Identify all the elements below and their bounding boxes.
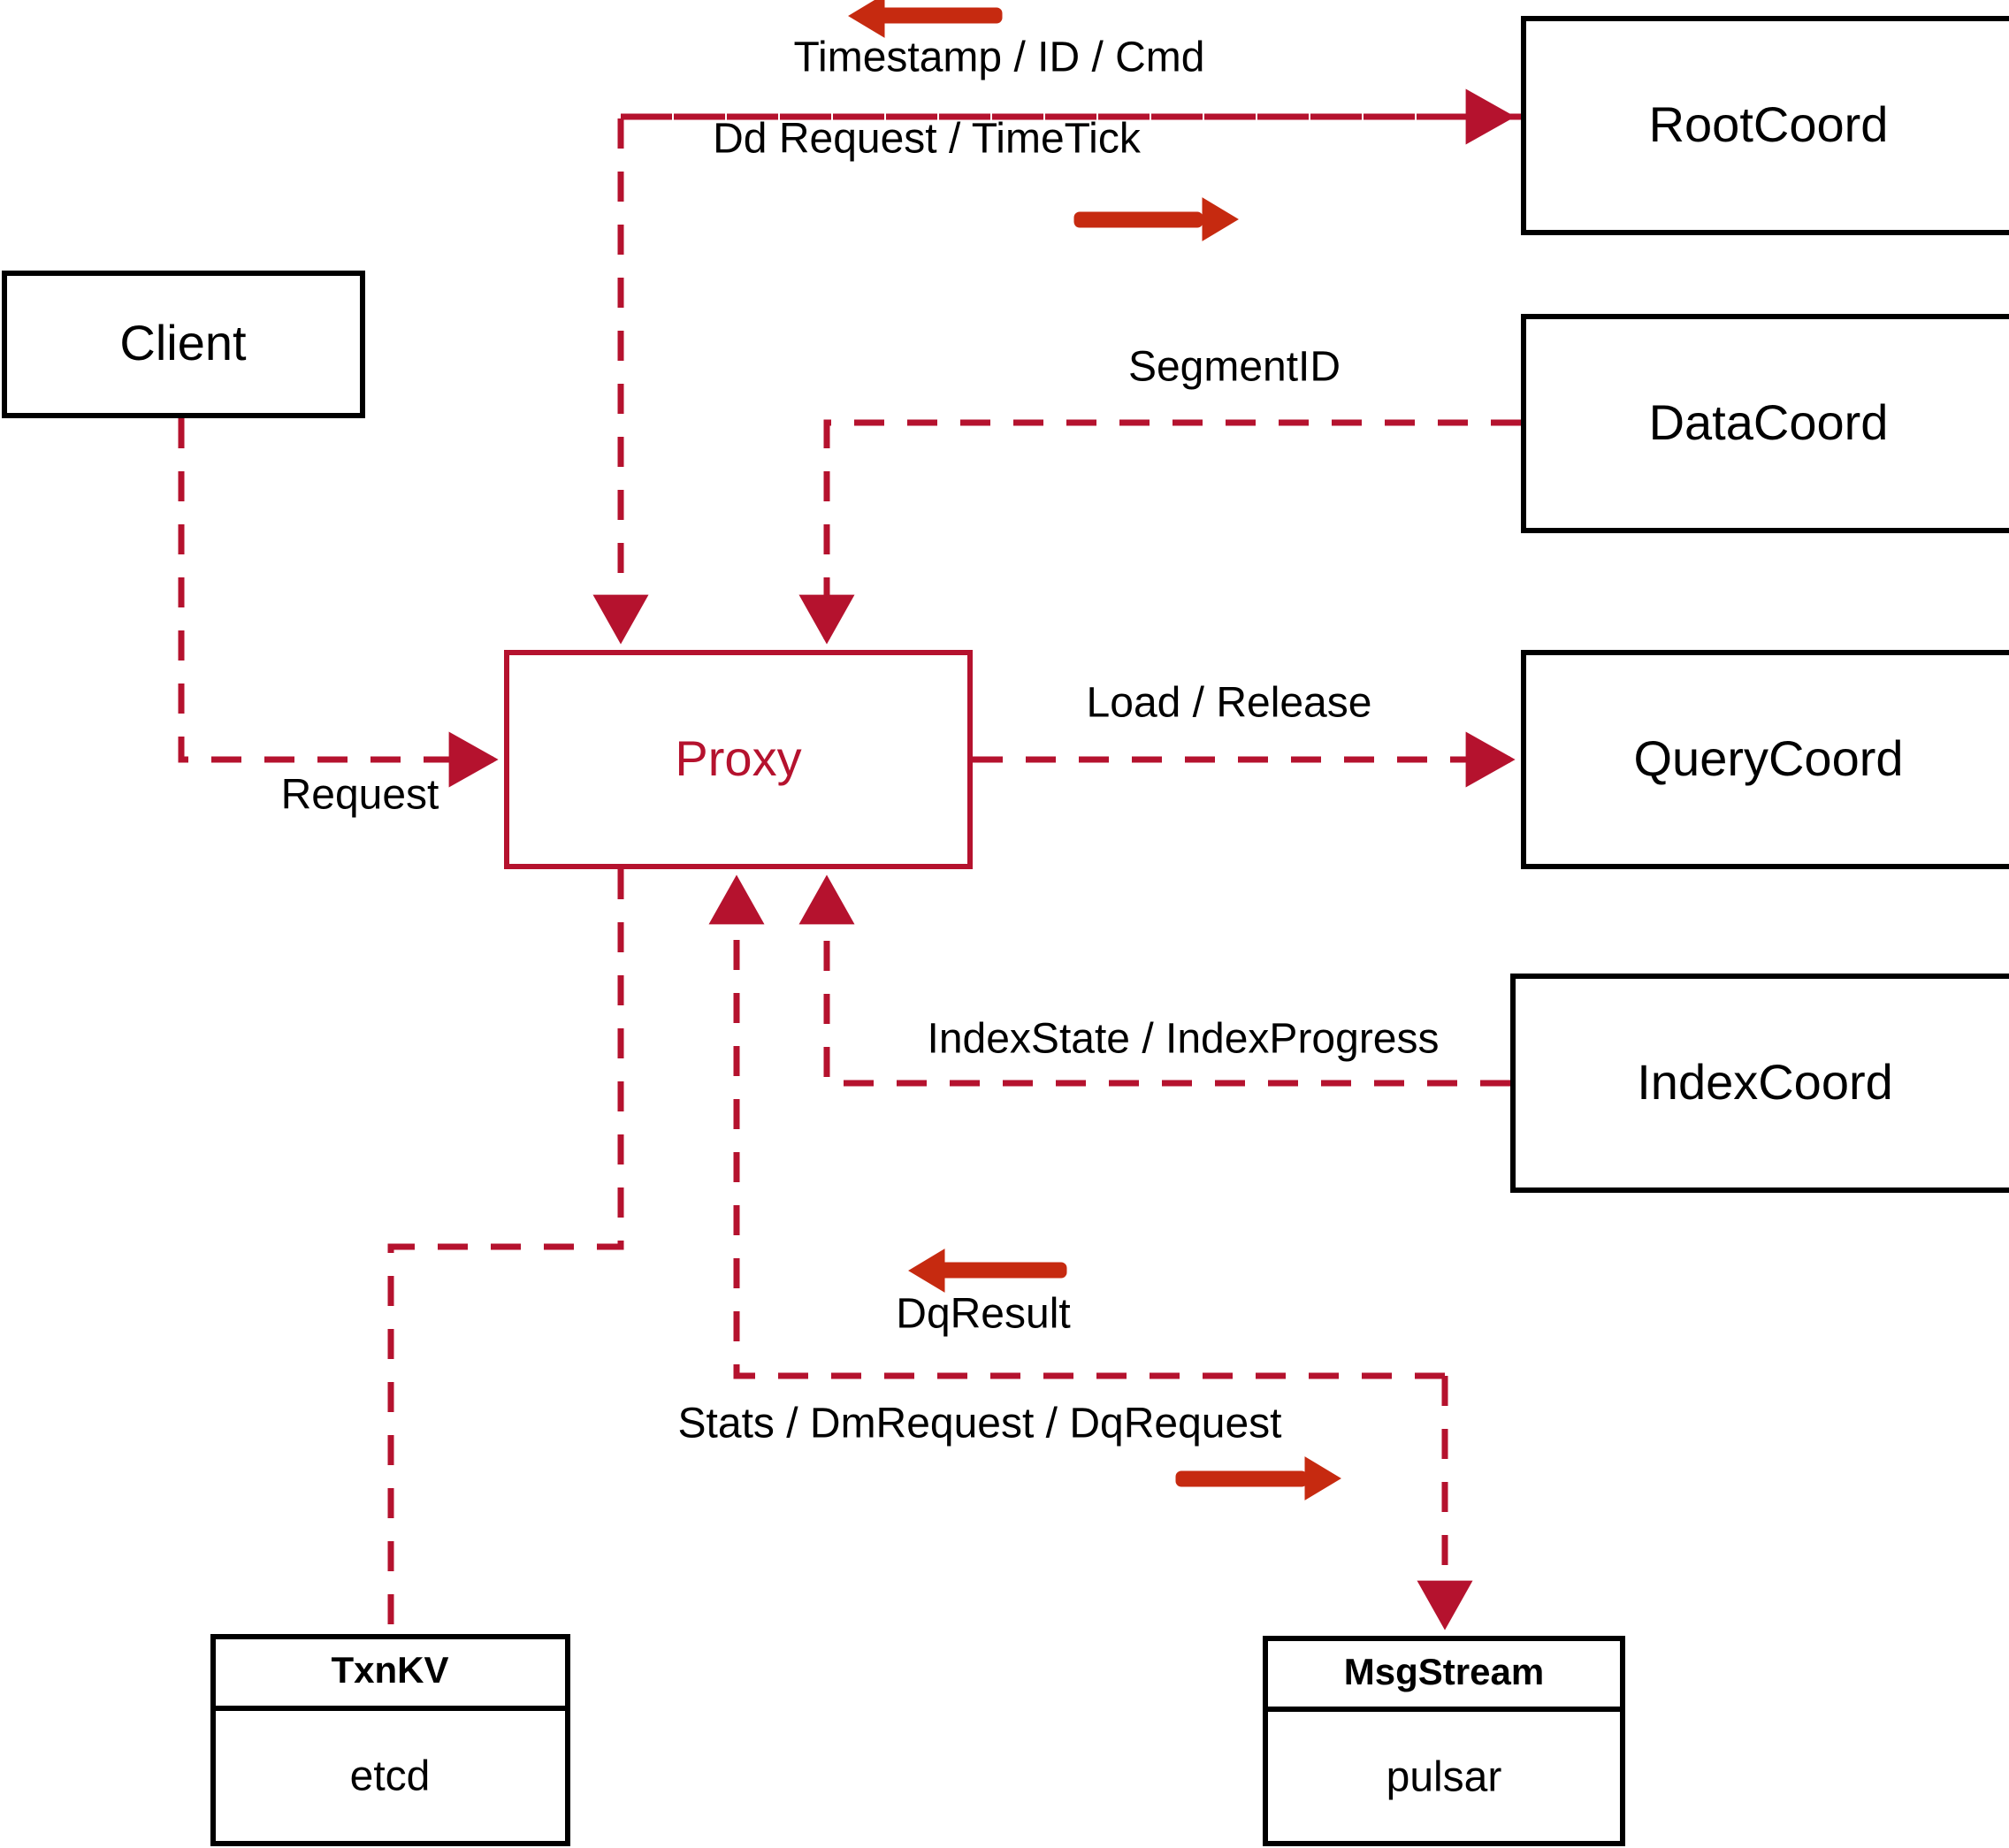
proxy-box [504, 650, 973, 869]
client-label: Client [119, 315, 247, 370]
node-querycoord[interactable]: QueryCoord [1521, 650, 2009, 869]
edge-label-timestamp-id-cmd: Timestamp / ID / Cmd [794, 34, 1205, 81]
txnkv-box [210, 1634, 570, 1846]
arrow-stats-dm-dq-request-icon [1175, 1456, 1341, 1501]
txnkv-title: TxnKV [331, 1649, 448, 1691]
store-txnkv[interactable]: TxnKV etcd [210, 1634, 570, 1846]
node-client[interactable]: Client [2, 271, 365, 418]
msgstream-box [1263, 1636, 1625, 1846]
edge-label-indexstate-indexprogress: IndexState / IndexProgress [928, 1016, 1440, 1063]
datacoord-box [1521, 314, 2009, 533]
querycoord-box [1521, 650, 2009, 869]
querycoord-label: QueryCoord [1633, 730, 1903, 786]
msgstream-title: MsgStream [1344, 1651, 1544, 1692]
flow-datacoord-to-proxy [798, 419, 1521, 645]
rootcoord-box [1521, 16, 2009, 235]
indexcoord-box [1510, 974, 2009, 1193]
edge-label-dd-request-timetick: Dd Request / TimeTick [713, 116, 1142, 163]
flow-msgstream-to-proxy [708, 874, 1445, 1379]
arrow-dq-result-icon [908, 1249, 1067, 1293]
datacoord-label: DataCoord [1649, 394, 1889, 450]
flow-proxy-to-txnkv [387, 869, 624, 1634]
rootcoord-label: RootCoord [1649, 96, 1889, 152]
edge-label-request: Request [281, 772, 439, 819]
node-rootcoord[interactable]: RootCoord [1521, 16, 2009, 235]
node-proxy[interactable]: Proxy [504, 650, 973, 869]
msgstream-body: pulsar [1386, 1754, 1502, 1801]
proxy-label: Proxy [675, 730, 801, 786]
store-msgstream[interactable]: MsgStream pulsar [1263, 1636, 1625, 1846]
txnkv-body: etcd [350, 1753, 431, 1800]
flow-client-to-proxy [178, 418, 499, 788]
indexcoord-label: IndexCoord [1637, 1054, 1893, 1110]
edge-label-stats-dmrequest-dqrequest: Stats / DmRequest / DqRequest [678, 1401, 1282, 1447]
arrow-dd-request-timetick-icon [1073, 197, 1239, 241]
flow-rootcoord-to-proxy [592, 113, 1521, 645]
edge-label-dqresult: DqResult [896, 1291, 1070, 1338]
edge-label-segmentid: SegmentID [1128, 344, 1341, 391]
flow-indexcoord-to-proxy [798, 874, 1510, 1087]
node-indexcoord[interactable]: IndexCoord [1510, 974, 2009, 1193]
client-box [2, 271, 365, 418]
edge-label-load-release: Load / Release [1087, 680, 1372, 727]
arrow-timestamp-id-cmd-icon [848, 0, 1003, 38]
node-datacoord[interactable]: DataCoord [1521, 314, 2009, 533]
